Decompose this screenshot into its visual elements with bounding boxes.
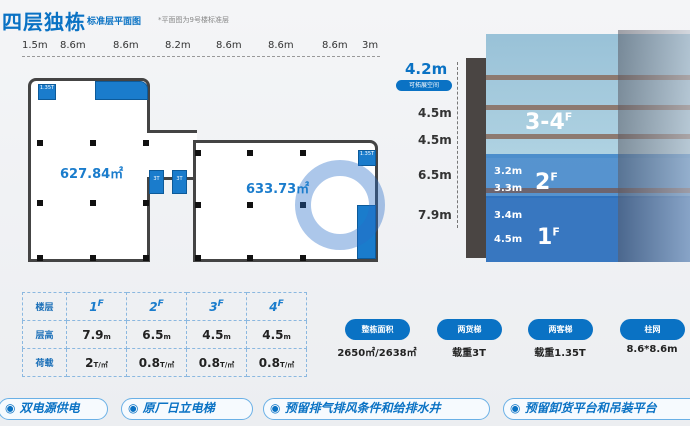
expandable-space-badge: 可拓展空间: [396, 80, 452, 91]
feature-badge: ◉ 双电源供电: [0, 398, 108, 420]
height-label: 7.9m: [418, 208, 452, 222]
dimension-label: 1.5m: [22, 40, 48, 51]
target-icon: ◉: [128, 401, 143, 415]
dimension-label: 8.6m: [113, 40, 139, 51]
feature-badge: ◉ 原厂日立电梯: [121, 398, 253, 420]
floor-label-1: 1F: [537, 225, 560, 250]
height-axis: [457, 62, 458, 228]
stat-label: 两客梯: [528, 319, 593, 340]
feature-badge: ◉ 预留卸货平台和吊装平台: [503, 398, 690, 420]
stat-value: 载重3T: [452, 348, 486, 359]
stat-label: 两货梯: [437, 319, 502, 340]
floor-label-2: 2F: [535, 170, 558, 195]
height-label: 4.5m: [418, 106, 452, 120]
dimension-label: 3m: [362, 40, 379, 51]
stat-value: 2650㎡/2638㎡: [337, 348, 417, 359]
dimension-label: 8.6m: [322, 40, 348, 51]
target-icon: ◉: [5, 401, 20, 415]
table-row: 荷载 2T/㎡ 0.8T/㎡ 0.8T/㎡ 0.8T/㎡: [22, 348, 307, 377]
dimension-label: 8.6m: [216, 40, 242, 51]
feature-badge: ◉ 预留排气排风条件和给排水井: [263, 398, 490, 420]
plan-note: *平面图为9号楼标准层: [158, 16, 229, 24]
inner-height: 3.3m: [494, 183, 523, 194]
freight-elevator: 3T: [149, 170, 164, 194]
page-subtitle: 标准层平面图: [87, 17, 142, 27]
floor-label-3-4: 3-4F: [525, 110, 573, 135]
inner-height: 4.5m: [494, 234, 523, 245]
top-height: 4.2m: [405, 60, 448, 78]
plan-left-block: [28, 78, 150, 262]
plan-room: [95, 81, 148, 100]
passenger-elevator: 1.35T: [358, 150, 376, 166]
page-title: 四层独栋: [2, 10, 86, 34]
stat-value: 8.6*8.6m: [626, 344, 678, 355]
stat-label: 整栋面积: [345, 319, 410, 340]
inner-height: 3.2m: [494, 166, 523, 177]
passenger-elevator: 1.35T: [38, 84, 56, 100]
area-left: 627.84㎡: [60, 167, 124, 182]
height-label: 6.5m: [418, 168, 452, 182]
table-row: 楼层 1F 2F 3F 4F: [22, 292, 307, 321]
dimension-label: 8.6m: [60, 40, 86, 51]
watermark-logo: [295, 160, 385, 250]
table-row: 层高 7.9m 6.5m 4.5m 4.5m: [22, 320, 307, 349]
freight-elevator: 3T: [172, 170, 187, 194]
inner-height: 3.4m: [494, 210, 523, 221]
target-icon: ◉: [270, 401, 285, 415]
target-icon: ◉: [510, 401, 525, 415]
height-label: 4.5m: [418, 133, 452, 147]
building-side-wall: [466, 58, 486, 258]
stat-label: 柱网: [620, 319, 685, 340]
stat-value: 载重1.35T: [534, 348, 586, 359]
dimension-line: [22, 56, 380, 57]
dimension-label: 8.2m: [165, 40, 191, 51]
building-illustration: [466, 30, 690, 262]
spec-table: 楼层 1F 2F 3F 4F 层高 7.9m 6.5m 4.5m 4.5m 荷载…: [22, 292, 307, 377]
area-right: 633.73㎡: [246, 182, 310, 197]
dimension-label: 8.6m: [268, 40, 294, 51]
